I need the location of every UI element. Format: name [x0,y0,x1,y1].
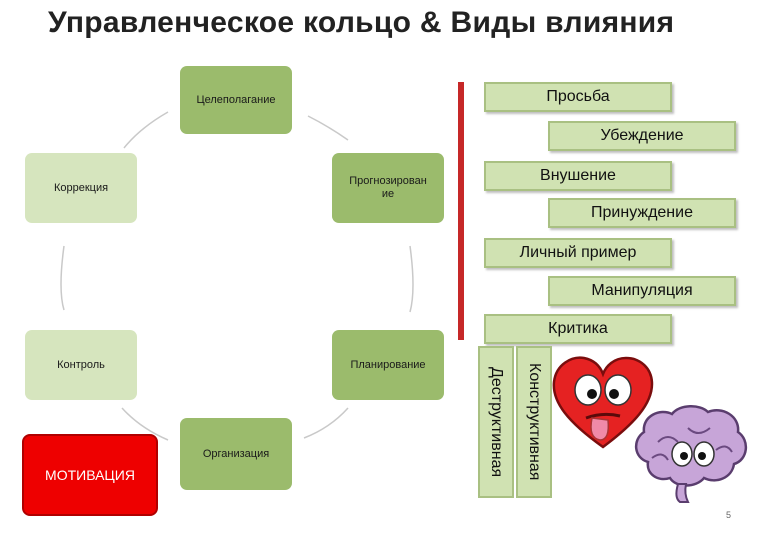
ring-organization-label: Организация [202,447,270,460]
destructive-bar: Деструктивная [478,346,514,498]
page-number: 5 [726,510,732,520]
separator-line [458,82,464,340]
ring-organization: Организация [180,418,292,490]
influence-item: Личный пример [484,238,672,268]
ring-correction-label: Коррекция [53,181,109,194]
constructive-bar: Конструктивная [516,346,552,498]
ring-planning: Планирование [332,330,444,400]
ring-forecasting: Прогнозирован ие [332,153,444,223]
destructive-label: Деструктивная [488,366,505,478]
ring-planning-label: Планирование [350,358,426,371]
influence-item: Внушение [484,161,672,191]
ring-forecast-label: Прогнозирован ие [349,175,427,200]
influence-item: Принуждение [548,198,736,228]
constructive-label: Конструктивная [526,363,543,481]
influence-item: Просьба [484,82,672,112]
ring-control-label: Контроль [57,358,105,371]
connector-arc [60,245,65,311]
ring-correction: Коррекция [25,153,137,223]
brain-character-icon [635,405,747,503]
influence-item: Критика [484,314,672,344]
motivation-label: МОТИВАЦИЯ [45,467,135,483]
heart-character-icon [552,356,654,449]
connector-arc [409,245,414,313]
connector-arc [307,115,349,141]
connector-arc [123,111,169,149]
motivation-box: МОТИВАЦИЯ [22,434,158,516]
influence-item: Убеждение [548,121,736,151]
ring-goal-setting: Целеполагание [180,66,292,134]
page-title: Управленческое кольцо & Виды влияния [48,6,675,39]
ring-control: Контроль [25,330,137,400]
connector-arc [303,407,349,439]
ring-goal-label: Целеполагание [196,93,276,106]
influence-item: Манипуляция [548,276,736,306]
connector-arc [121,407,169,441]
